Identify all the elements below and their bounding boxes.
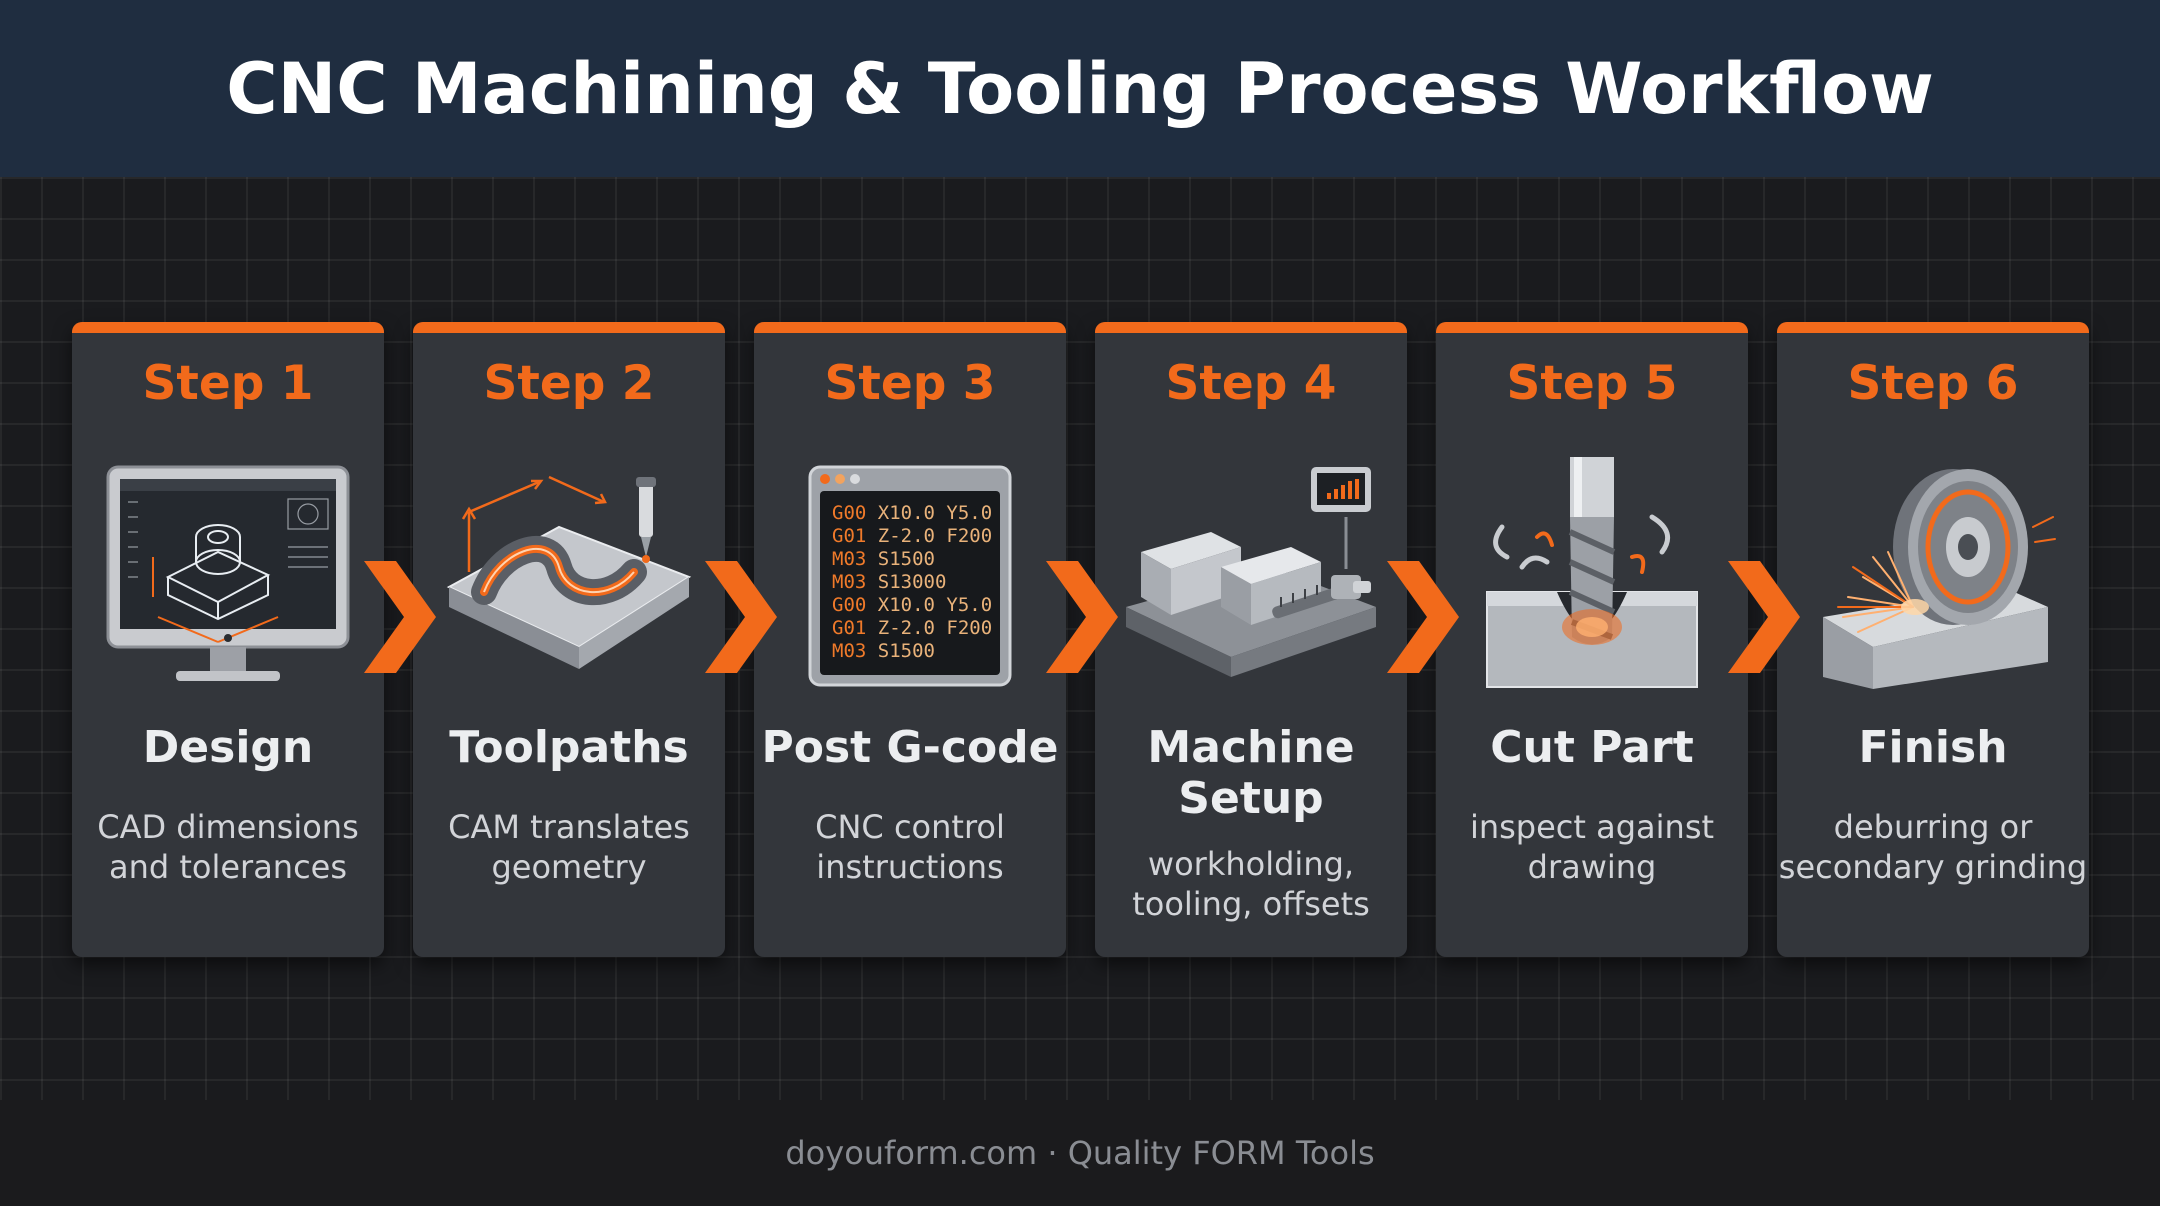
gcode-line: M03 S13000 (832, 571, 946, 593)
footer-credit: doyouform.com · Quality FORM Tools (785, 1134, 1375, 1172)
gcode-arguments: Z-2.0 F200 (878, 617, 992, 639)
card-accent-bar (1095, 322, 1407, 333)
gcode-arguments: S13000 (878, 571, 947, 593)
gcode-command: G01 (832, 617, 878, 639)
gcode-line: G01 Z-2.0 F200 (832, 617, 992, 639)
step-card-1: Step 1 Design CAD dimensions and toleran… (72, 322, 384, 957)
card-accent-bar (72, 322, 384, 333)
step-title: Machine Setup (1147, 722, 1355, 824)
gcode-arguments: S1500 (878, 548, 935, 570)
gcode-arguments: X10.0 Y5.0 (878, 502, 992, 524)
end-mill-cutting-icon (1486, 457, 1698, 688)
gcode-arguments: Z-2.0 F200 (878, 525, 992, 547)
step-description: inspect against drawing (1469, 808, 1715, 886)
step-number: Step 6 (1847, 356, 2019, 411)
step-title: Cut Part (1490, 722, 1694, 773)
step-description: CAD dimensions and tolerances (97, 808, 359, 886)
step-number: Step 3 (824, 356, 996, 411)
gcode-command: G00 (832, 502, 878, 524)
toolpath-plate-icon (446, 475, 692, 669)
step-card-6: Step 6 Finish deburring or secondary gri… (1777, 322, 2089, 957)
step-title: Toolpaths (449, 722, 689, 773)
step-title: Design (142, 722, 314, 773)
page-title: CNC Machining & Tooling Process Workflow (226, 47, 1934, 130)
step-description: CNC control instructions (815, 808, 1005, 886)
gcode-line: M03 S1500 (832, 548, 935, 570)
cad-monitor-icon (106, 465, 350, 681)
footer: doyouform.com · Quality FORM Tools (0, 1100, 2160, 1206)
gcode-command: M03 (832, 548, 878, 570)
gcode-line: G01 Z-2.0 F200 (832, 525, 992, 547)
step-card-2: Step 2 Toolpaths CAM translates geometry (413, 322, 725, 957)
grinding-wheel-icon (1823, 469, 2056, 689)
gcode-command: G00 (832, 594, 878, 616)
gcode-line: G00 X10.0 Y5.0 (832, 502, 992, 524)
card-accent-bar (413, 322, 725, 333)
chevron-right-icon (1387, 561, 1459, 673)
chevron-right-icon (364, 561, 436, 673)
step-description: workholding, tooling, offsets (1132, 845, 1370, 923)
gcode-command: M03 (832, 640, 878, 662)
card-accent-bar (1777, 322, 2089, 333)
step-title: Finish (1858, 722, 2008, 773)
step-title: Post G-code (761, 722, 1059, 773)
chevron-right-icon (705, 561, 777, 673)
card-accent-bar (754, 322, 1066, 333)
step-card-5: Step 5 Cut Part inspect against drawing (1436, 322, 1748, 957)
step-number: Step 4 (1165, 356, 1337, 411)
step-number: Step 2 (483, 356, 655, 411)
gcode-command: M03 (832, 571, 878, 593)
header: CNC Machining & Tooling Process Workflow (0, 0, 2160, 177)
step-number: Step 5 (1506, 356, 1678, 411)
step-card-4: Step 4 Machine Setup workholding, toolin… (1095, 322, 1407, 957)
gcode-line: G00 X10.0 Y5.0 (832, 594, 992, 616)
step-description: deburring or secondary grinding (1778, 808, 2088, 886)
step-description: CAM translates geometry (448, 808, 690, 886)
gcode-arguments: S1500 (878, 640, 935, 662)
step-number: Step 1 (142, 356, 314, 411)
chevron-right-icon (1728, 561, 1800, 673)
chevron-right-icon (1046, 561, 1118, 673)
vise-icon (1126, 467, 1376, 677)
card-accent-bar (1436, 322, 1748, 333)
gcode-arguments: X10.0 Y5.0 (878, 594, 992, 616)
gcode-command: G01 (832, 525, 878, 547)
gcode-line: M03 S1500 (832, 640, 935, 662)
